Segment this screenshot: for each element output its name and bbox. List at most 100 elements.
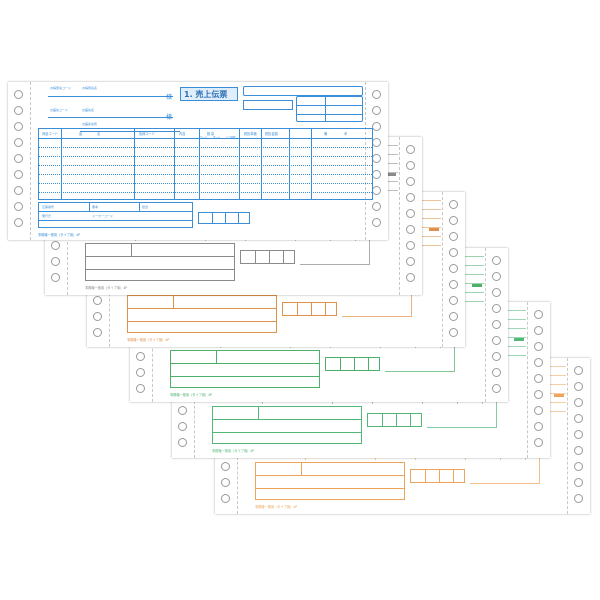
sprocket-hole	[178, 406, 187, 415]
sprocket-hole	[51, 273, 60, 282]
table-header-label: 数	[207, 132, 211, 136]
stamp-divider	[396, 414, 397, 426]
sprocket-hole	[51, 241, 60, 250]
footer-box	[85, 243, 235, 281]
header-label: お得意先コード	[50, 86, 72, 90]
footer-divider	[256, 488, 404, 489]
stamp-divider	[439, 470, 440, 482]
front-form-note: 事務機一般用（タイプ用）4P	[38, 233, 81, 237]
sprocket-hole	[372, 186, 381, 195]
footer-label: メーカーコード	[92, 214, 114, 218]
footer-label: 発行日	[42, 214, 52, 218]
sprocket-hole	[574, 462, 583, 471]
table-row	[39, 192, 372, 193]
footer-divider	[171, 376, 319, 377]
footer-divider	[171, 363, 319, 364]
footer-label: 備考	[92, 205, 99, 209]
table-header-label: 税抜金額	[265, 132, 278, 136]
sprocket-hole	[574, 366, 583, 375]
sprocket-hole	[574, 494, 583, 503]
table-header-label: 名	[97, 132, 101, 136]
stamp-boxes	[325, 357, 380, 371]
header-label: お届先名	[82, 108, 95, 112]
footer-divider	[301, 463, 302, 475]
stamp-boxes	[240, 250, 295, 264]
table-sub-label: ケース	[200, 136, 208, 139]
sprocket-hole	[14, 138, 23, 147]
sprocket-hole	[534, 438, 543, 447]
sprocket-hole	[406, 193, 415, 202]
table-sub-label: ボール	[213, 136, 221, 139]
stamp-boxes	[282, 302, 337, 316]
stamp-divider	[225, 213, 226, 223]
sprocket-hole	[574, 414, 583, 423]
stamp-divider	[297, 303, 298, 315]
stamp-divider	[410, 414, 411, 426]
table-column	[61, 129, 62, 199]
sprocket-hole	[492, 352, 501, 361]
tractor-strip-right	[567, 358, 590, 514]
stepped-outline	[300, 225, 370, 265]
sprocket-hole	[449, 312, 458, 321]
stamp-boxes	[410, 469, 465, 483]
sprocket-hole	[372, 170, 381, 179]
color-tab	[554, 394, 564, 397]
stepped-outline	[470, 444, 540, 484]
color-tab	[514, 338, 524, 341]
table-column	[174, 129, 175, 199]
table-column	[261, 129, 262, 199]
sprocket-hole	[492, 256, 501, 265]
footer-divider	[86, 269, 234, 270]
sprocket-hole	[372, 202, 381, 211]
table-header-label: 内容	[179, 132, 186, 136]
date-box	[296, 96, 363, 122]
slip-title: 1. 売上伝票	[180, 87, 238, 101]
sprocket-hole	[574, 398, 583, 407]
table-row	[39, 147, 372, 148]
header-rule	[80, 131, 180, 132]
sprocket-hole	[449, 200, 458, 209]
maker-code-box	[243, 100, 293, 110]
table-header-label: 商品コード	[42, 132, 58, 136]
stepped-outline	[427, 388, 497, 428]
sprocket-hole	[136, 368, 145, 377]
sprocket-hole	[574, 478, 583, 487]
sama-mark: 様	[166, 114, 173, 121]
sprocket-hole	[136, 352, 145, 361]
stamp-divider	[453, 470, 454, 482]
table-header-label: 量	[211, 132, 215, 136]
footer-box	[127, 295, 277, 333]
footer-divider	[139, 203, 140, 211]
stamp-divider	[425, 470, 426, 482]
footer-divider	[128, 321, 276, 322]
sprocket-hole	[449, 216, 458, 225]
footer-divider	[89, 203, 90, 211]
sprocket-hole	[406, 225, 415, 234]
stamp-divider	[212, 213, 213, 223]
sprocket-hole	[93, 328, 102, 337]
footer-divider	[256, 475, 404, 476]
sprocket-hole	[449, 280, 458, 289]
sama-mark: 様	[166, 94, 173, 101]
footer-divider	[216, 351, 217, 363]
sprocket-hole	[574, 382, 583, 391]
footer-box	[255, 462, 405, 500]
table-column	[199, 129, 200, 199]
sprocket-hole	[534, 358, 543, 367]
sprocket-hole	[449, 248, 458, 257]
table-header-label: 税抜単価	[244, 132, 257, 136]
sprocket-hole	[449, 232, 458, 241]
table-column	[239, 129, 240, 199]
table-column	[289, 129, 290, 199]
sprocket-hole	[449, 296, 458, 305]
sprocket-hole	[14, 90, 23, 99]
tractor-strip-right	[527, 302, 550, 458]
sprocket-hole	[372, 106, 381, 115]
sprocket-hole	[14, 122, 23, 131]
date-divider	[297, 114, 362, 115]
table-row	[39, 183, 372, 184]
tractor-strip-right	[399, 137, 422, 295]
sprocket-hole	[449, 264, 458, 273]
footer-box	[170, 350, 320, 388]
